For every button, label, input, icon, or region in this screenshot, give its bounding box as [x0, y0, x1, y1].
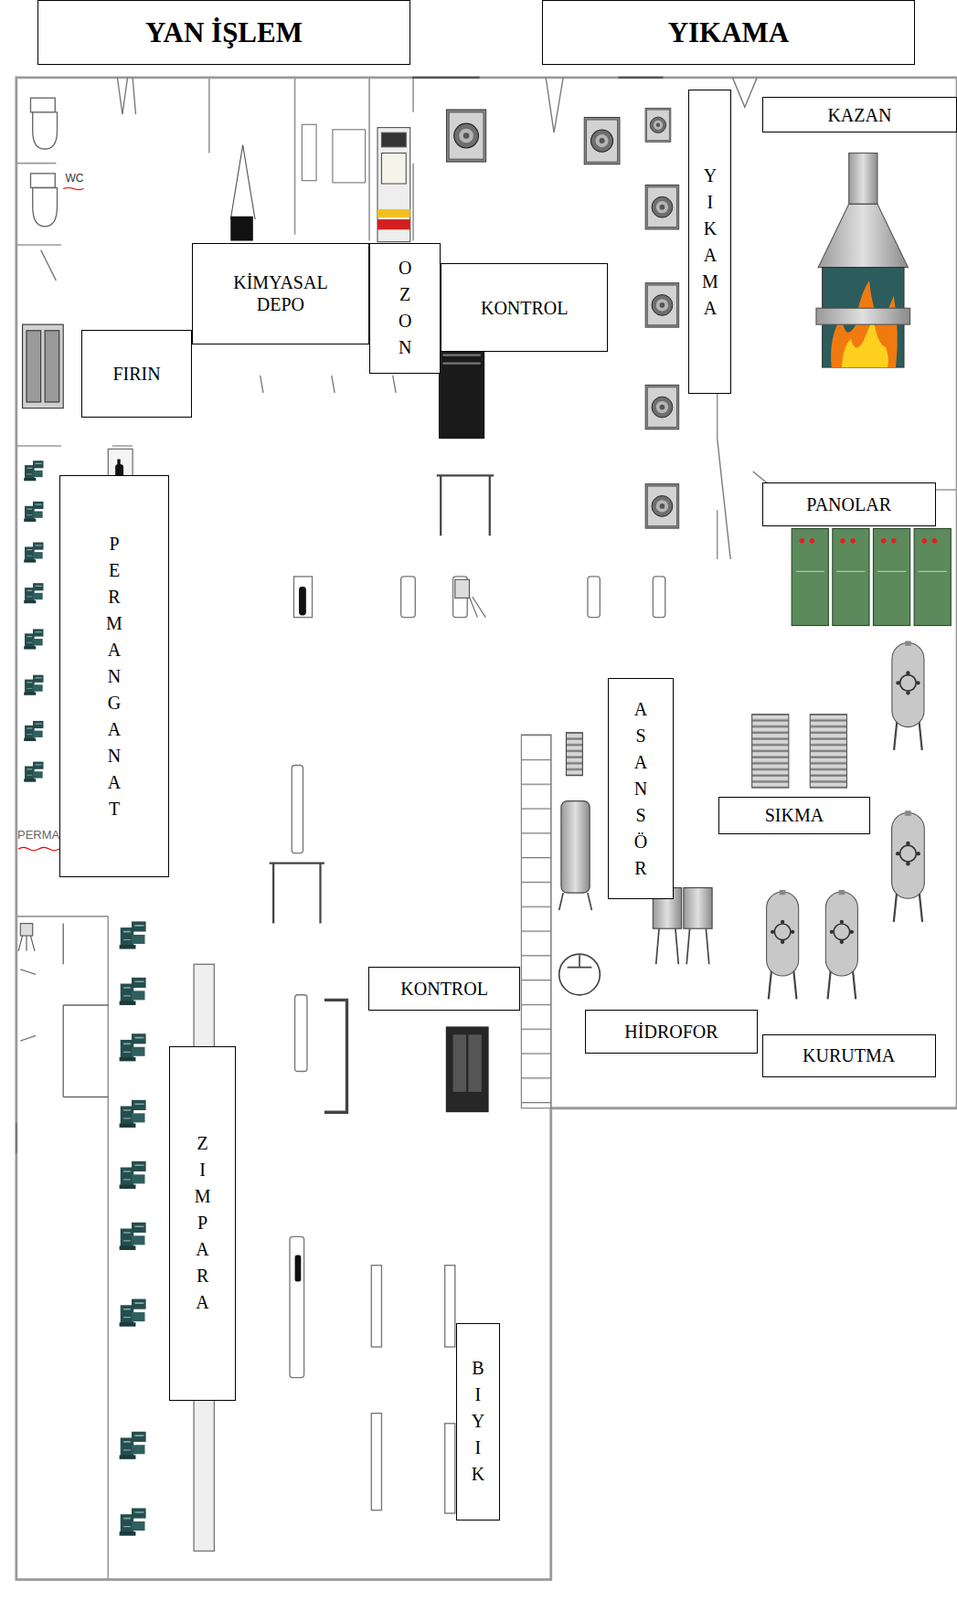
stairs — [521, 734, 551, 1109]
header-text: YIKAMA — [668, 15, 790, 50]
area-label-box: KAZAN — [762, 96, 957, 133]
area-label-box: FIRIN — [81, 329, 192, 418]
ozone-machine — [377, 127, 411, 243]
header-text: YAN İŞLEM — [145, 15, 303, 50]
spell-underline — [63, 187, 84, 190]
area-label-box: OZON — [369, 243, 441, 374]
area-label-box: ZIMPARA — [169, 1046, 236, 1401]
spell-underline — [18, 847, 60, 851]
electric-panels — [791, 528, 951, 626]
walls — [16, 77, 957, 1581]
machine-tag: PERMA — [17, 828, 60, 842]
area-label: SIKMA — [765, 804, 824, 827]
area-label-box: PERMANGANAT — [59, 475, 171, 878]
area-label: KONTROL — [480, 297, 569, 319]
area-label-box: KURUTMA — [762, 1034, 936, 1078]
area-label-box: SIKMA — [718, 797, 871, 835]
area-label-box: KONTROL — [368, 967, 521, 1011]
lamp — [18, 924, 35, 952]
area-label-box: YIKAMA — [688, 89, 732, 394]
area-label-box: HİDROFOR — [584, 1010, 759, 1054]
vertical-label: ASANSÖR — [634, 696, 648, 883]
area-label: KURUTMA — [802, 1044, 895, 1067]
wc-sign: WC — [64, 171, 84, 185]
vertical-label: PERMANGANAT — [106, 531, 123, 823]
vertical-label: OZON — [398, 255, 412, 362]
area-label: FIRIN — [112, 362, 160, 385]
area-label: PANOLAR — [806, 493, 892, 516]
boiler — [816, 153, 911, 369]
oven — [22, 324, 64, 409]
area-label: HİDROFOR — [624, 1020, 718, 1043]
area-label-box: ASANSÖR — [607, 678, 673, 900]
door-marks — [20, 77, 776, 1042]
section-header: YAN İŞLEM — [37, 0, 410, 65]
vertical-label: BIYIK — [471, 1355, 485, 1489]
vertical-label: ZIMPARA — [194, 1130, 212, 1317]
sanding-machines — [119, 921, 147, 1536]
elevator-machines — [559, 733, 601, 996]
area-label-box: KİMYASAL DEPO — [191, 243, 370, 346]
permanganate-machines — [23, 460, 43, 783]
area-label-box: BIYIK — [456, 1323, 500, 1522]
area-label-box: KONTROL — [440, 263, 608, 352]
small-machine — [455, 579, 486, 617]
area-label: KİMYASAL DEPO — [209, 271, 352, 316]
area-label: KAZAN — [827, 104, 892, 127]
tables — [269, 475, 495, 1113]
equipment-stands — [107, 448, 665, 1552]
chemical-store — [230, 124, 365, 241]
area-label: KONTROL — [400, 978, 489, 1000]
area-label-box: PANOLAR — [762, 482, 936, 527]
vertical-label: YIKAMA — [701, 162, 719, 322]
section-header: YIKAMA — [542, 0, 916, 65]
toilets — [30, 97, 57, 227]
spin-dryers — [752, 714, 848, 788]
